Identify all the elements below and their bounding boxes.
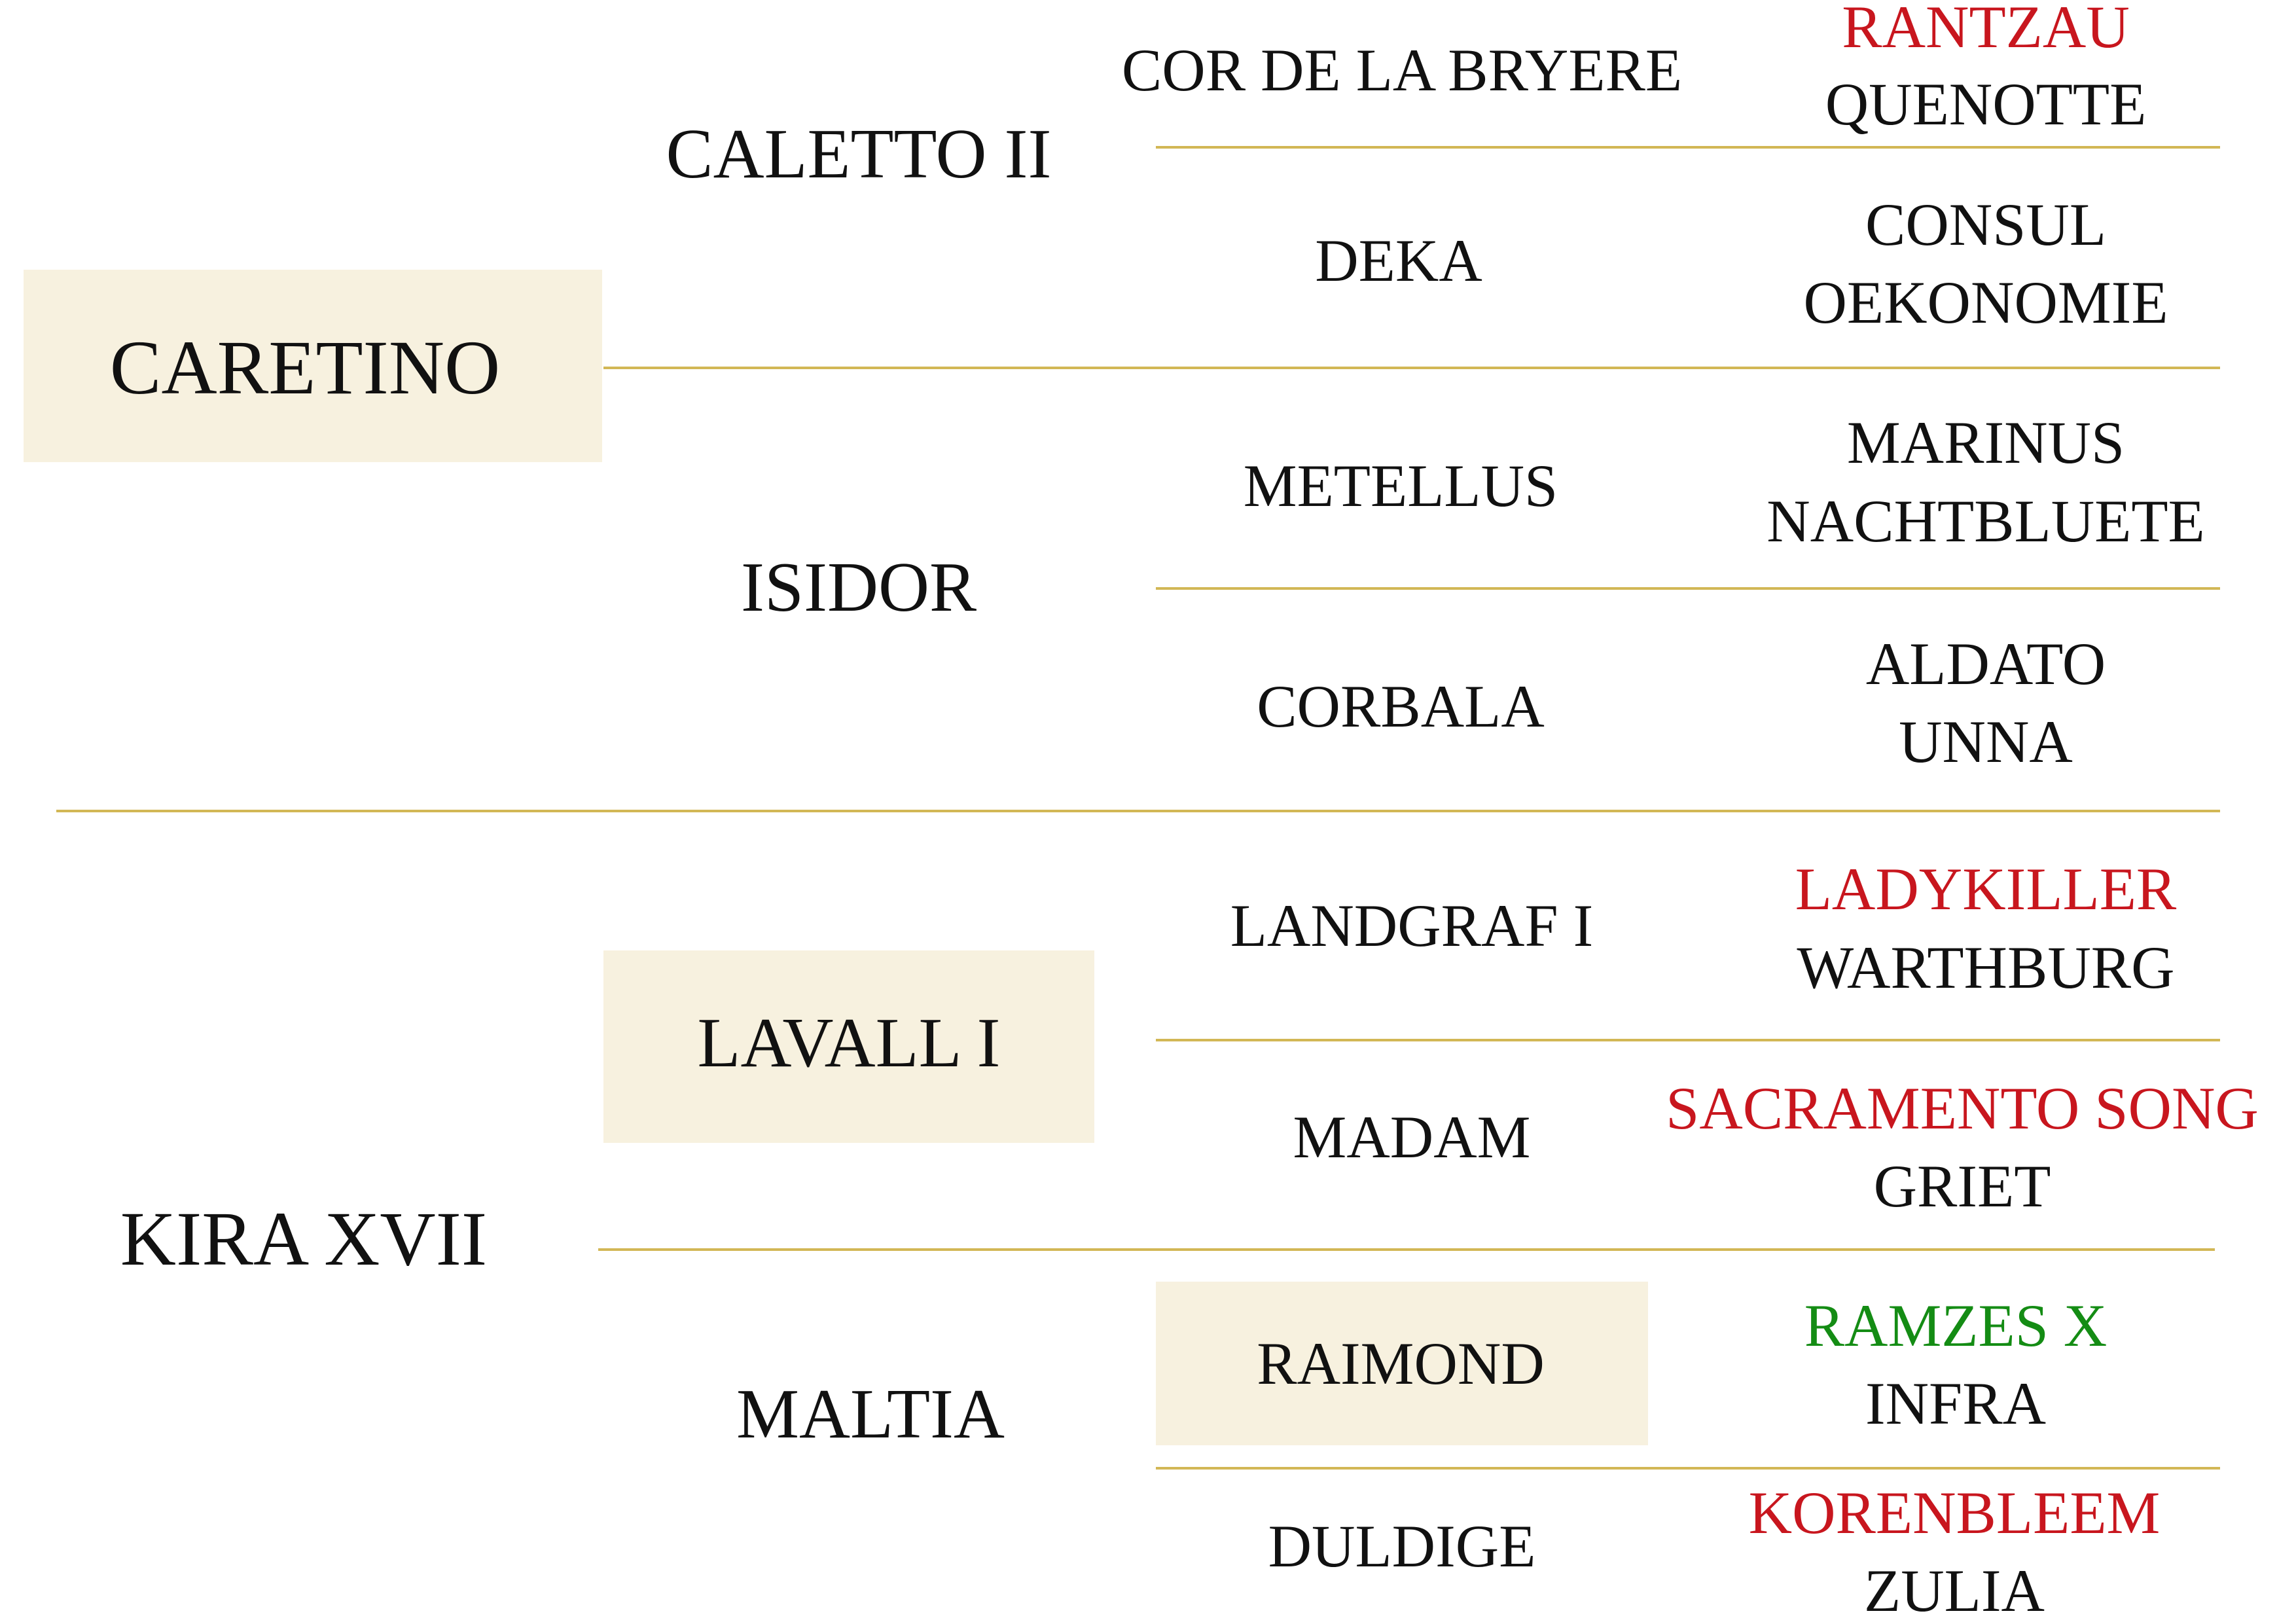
g4-consul: CONSUL [1865, 191, 2107, 258]
ds-dam-name: MADAM [1293, 1104, 1531, 1170]
divider-maltia [1156, 1467, 2220, 1470]
g4-rantzau: RANTZAU [1842, 0, 2130, 60]
dd-sire-name: RAIMOND [1257, 1330, 1545, 1397]
sire-name: CARETINO [109, 325, 501, 410]
divider-caletto [1156, 146, 2220, 149]
caretino-highlight [24, 270, 602, 462]
sire-sire-name: CALETTO II [666, 115, 1052, 193]
g4-warthburg: WARTHBURG [1797, 934, 2175, 1001]
g4-ramzes-x: RAMZES X [1804, 1292, 2108, 1359]
raimond-highlight [1156, 1282, 1648, 1445]
ss-sire-name: COR DE LA BRYERE [1121, 37, 1683, 103]
g4-korenbleem: KORENBLEEM [1748, 1479, 2161, 1546]
lavall-highlight [603, 950, 1094, 1143]
dam-sire-name: LAVALL I [697, 1004, 1001, 1082]
divider-caretino [603, 367, 2220, 369]
g4-oekonomie: OEKONOMIE [1803, 269, 2168, 336]
g4-unna: UNNA [1899, 708, 2073, 775]
g4-aldato: ALDATO [1865, 630, 2106, 697]
dd-dam-name: DULDIGE [1268, 1513, 1536, 1579]
ss-dam-name: DEKA [1315, 227, 1482, 294]
divider-landgraf [1156, 1039, 2220, 1041]
divider-lavall [598, 1248, 2215, 1251]
g4-quenotte: QUENOTTE [1825, 71, 2147, 137]
sd-sire-name: METELLUS [1243, 452, 1558, 519]
g4-nachtbluete: NACHTBLUETE [1767, 488, 2205, 554]
sd-dam-name: CORBALA [1257, 673, 1545, 740]
g4-griet: GRIET [1873, 1153, 2051, 1219]
ds-sire-name: LANDGRAF I [1230, 892, 1594, 959]
g4-ladykiller: LADYKILLER [1795, 856, 2177, 922]
divider-isidor [1156, 587, 2220, 590]
dam-dam-name: MALTIA [736, 1375, 1005, 1453]
g4-marinus: MARINUS [1846, 409, 2125, 476]
divider-sire-dam [56, 810, 2220, 812]
g4-sacramento-song: SACRAMENTO SONG [1666, 1075, 2259, 1142]
dam-name: KIRA XVII [120, 1196, 488, 1282]
g4-infra: INFRA [1865, 1370, 2047, 1437]
g4-zulia: ZULIA [1864, 1557, 2045, 1624]
sire-dam-name: ISIDOR [740, 549, 977, 626]
